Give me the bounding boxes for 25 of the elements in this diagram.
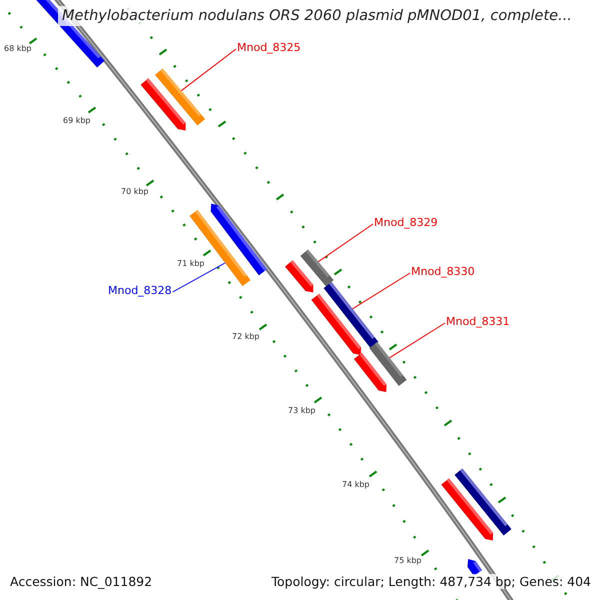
gene-label: Mnod_8325: [237, 41, 301, 54]
genome-summary-text: Topology: circular; Length: 487,734 bp; Genes: 404: [270, 574, 592, 589]
scale-label: 74 kbp: [342, 480, 370, 489]
scale-label: 70 kbp: [121, 187, 149, 196]
gene-label: Mnod_8330: [411, 265, 475, 278]
scale-label: 75 kbp: [394, 556, 422, 565]
gene-bar: [324, 282, 378, 348]
gene-bar: [369, 342, 407, 386]
scale-label: 69 kbp: [63, 116, 91, 125]
leader-line: [389, 322, 446, 358]
leader-line: [172, 262, 226, 292]
scale-label: 71 kbp: [177, 259, 205, 268]
gene-label: Mnod_8331: [446, 315, 510, 328]
gene-bar: [140, 78, 186, 131]
gene-bar: [190, 210, 250, 286]
accession-text: Accession: NC_011892: [9, 574, 154, 589]
gene-bar: [454, 468, 512, 536]
gene-label: Mnod_8329: [374, 216, 438, 229]
scale-label: 73 kbp: [288, 406, 316, 415]
leader-line: [352, 272, 410, 310]
gene-label: Mnod_8328: [108, 284, 172, 297]
gene-bar: [300, 249, 334, 287]
scale-label: 72 kbp: [232, 332, 260, 341]
leader-line: [180, 48, 236, 92]
leader-line: [318, 224, 374, 262]
